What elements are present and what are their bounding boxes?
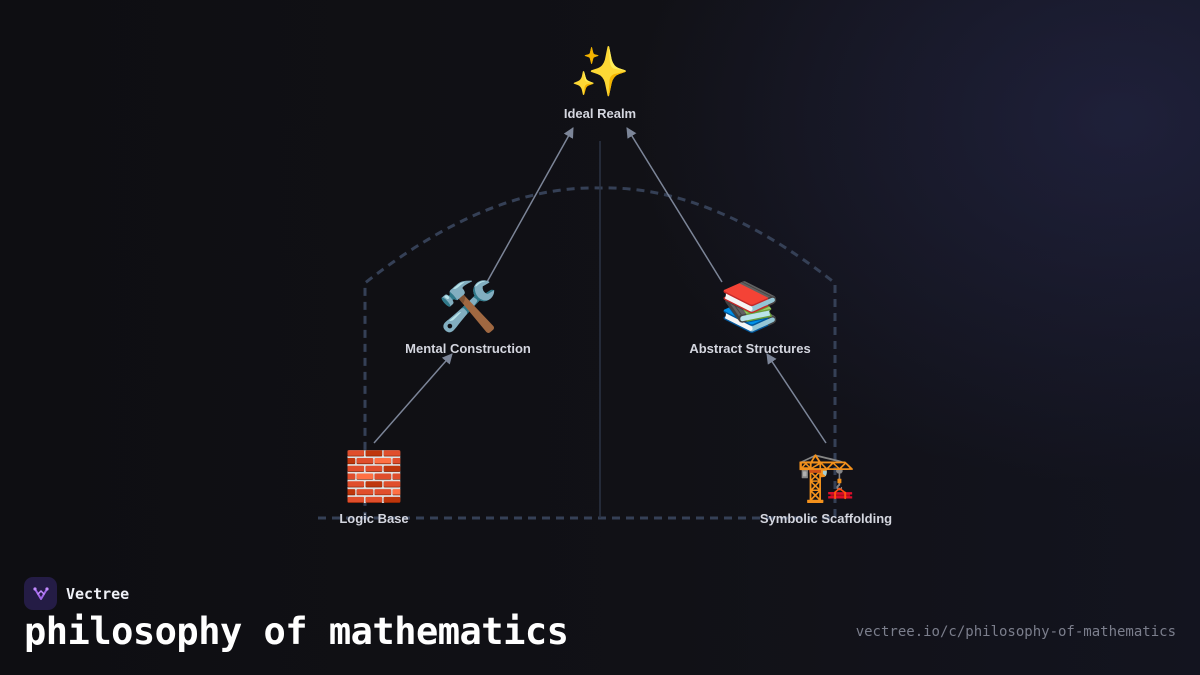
construction-crane-icon: 🏗️ bbox=[796, 449, 856, 505]
node-logic-base[interactable]: 🧱 Logic Base bbox=[339, 449, 408, 526]
edge-logic-base-to-mental-construction bbox=[373, 353, 453, 444]
node-abstract-structures[interactable]: 📚 Abstract Structures bbox=[689, 279, 810, 356]
page-title: philosophy of mathematics bbox=[24, 610, 569, 653]
node-mental-construction[interactable]: 🛠️ Mental Construction bbox=[405, 278, 531, 356]
node-label-ideal-realm: Ideal Realm bbox=[564, 106, 636, 121]
node-symbolic-scaffolding[interactable]: 🏗️ Symbolic Scaffolding bbox=[760, 449, 892, 526]
node-label-mental-construction: Mental Construction bbox=[405, 341, 531, 356]
brick-icon: 🧱 bbox=[344, 449, 404, 505]
edge-mental-construction-to-ideal-realm bbox=[486, 127, 574, 283]
hammer-and-wrench-icon: 🛠️ bbox=[438, 278, 498, 335]
node-ideal-realm[interactable]: ✨ Ideal Realm bbox=[564, 44, 636, 121]
vectree-logo-icon bbox=[24, 577, 57, 610]
node-label-abstract-structures: Abstract Structures bbox=[689, 341, 810, 356]
brand-name: Vectree bbox=[66, 584, 130, 603]
books-icon: 📚 bbox=[720, 279, 780, 335]
brand[interactable]: Vectree bbox=[24, 577, 129, 610]
node-label-symbolic-scaffolding: Symbolic Scaffolding bbox=[760, 511, 892, 526]
edge-symbolic-scaffolding-to-abstract-structures bbox=[766, 353, 827, 444]
page-url[interactable]: vectree.io/c/philosophy-of-mathematics bbox=[855, 624, 1176, 640]
sparkles-icon: ✨ bbox=[570, 44, 630, 100]
node-label-logic-base: Logic Base bbox=[339, 511, 408, 526]
edge-abstract-structures-to-ideal-realm bbox=[626, 127, 723, 283]
